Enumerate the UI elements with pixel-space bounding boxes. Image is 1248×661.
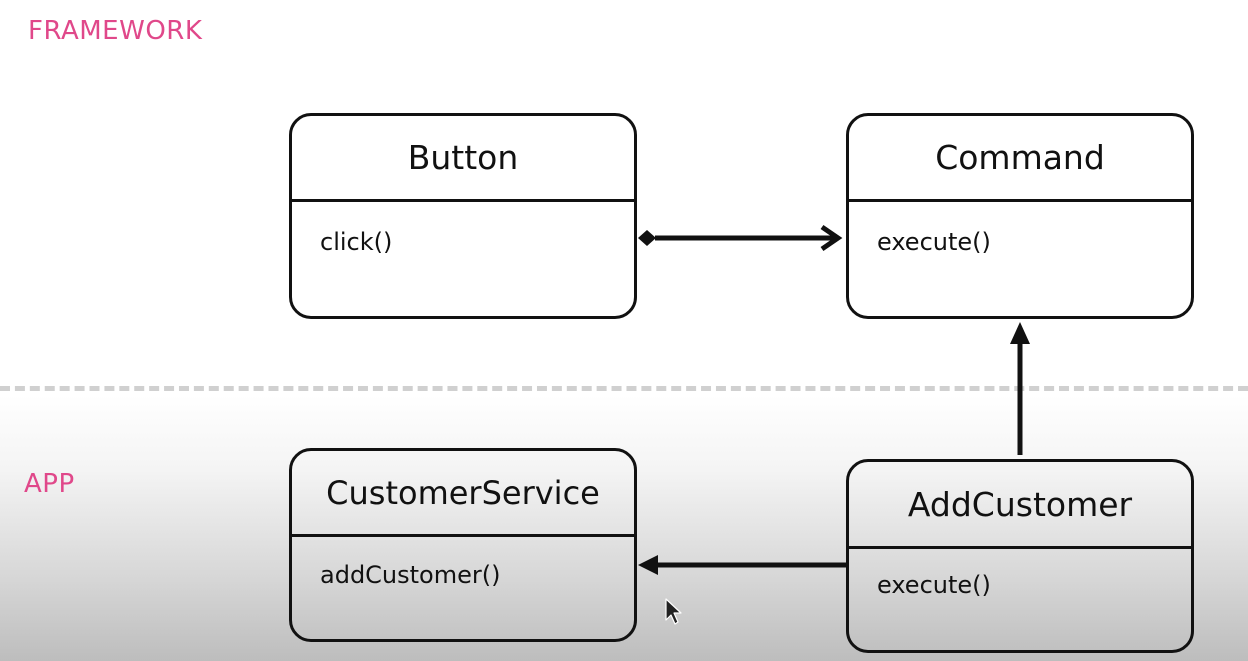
composition-diamond-icon: [638, 230, 656, 246]
add-customer-class-method: execute(): [877, 571, 991, 599]
customer-service-class-name: CustomerService: [292, 451, 634, 537]
add-customer-to-customer-service-arrow: [638, 555, 846, 575]
app-layer-label: APP: [24, 469, 75, 499]
button-class-name: Button: [292, 116, 634, 202]
arrowhead-up-icon: [1010, 322, 1030, 344]
add-customer-class-name: AddCustomer: [849, 462, 1191, 549]
mouse-pointer-icon: [665, 598, 682, 625]
button-class-method: click(): [320, 228, 393, 256]
add-customer-to-command-arrow: [1010, 322, 1030, 455]
command-class-name: Command: [849, 116, 1191, 202]
framework-layer-label: FRAMEWORK: [28, 16, 203, 46]
command-class-method: execute(): [877, 228, 991, 256]
button-class-box: Button click(): [289, 113, 637, 319]
layer-divider: [0, 386, 1248, 391]
arrowhead-left-icon: [638, 555, 658, 575]
add-customer-class-box: AddCustomer execute(): [846, 459, 1194, 653]
button-to-command-arrow: [638, 224, 843, 252]
customer-service-class-box: CustomerService addCustomer(): [289, 448, 637, 642]
open-arrowhead-icon: [820, 224, 843, 252]
command-class-box: Command execute(): [846, 113, 1194, 319]
customer-service-class-method: addCustomer(): [320, 561, 501, 589]
